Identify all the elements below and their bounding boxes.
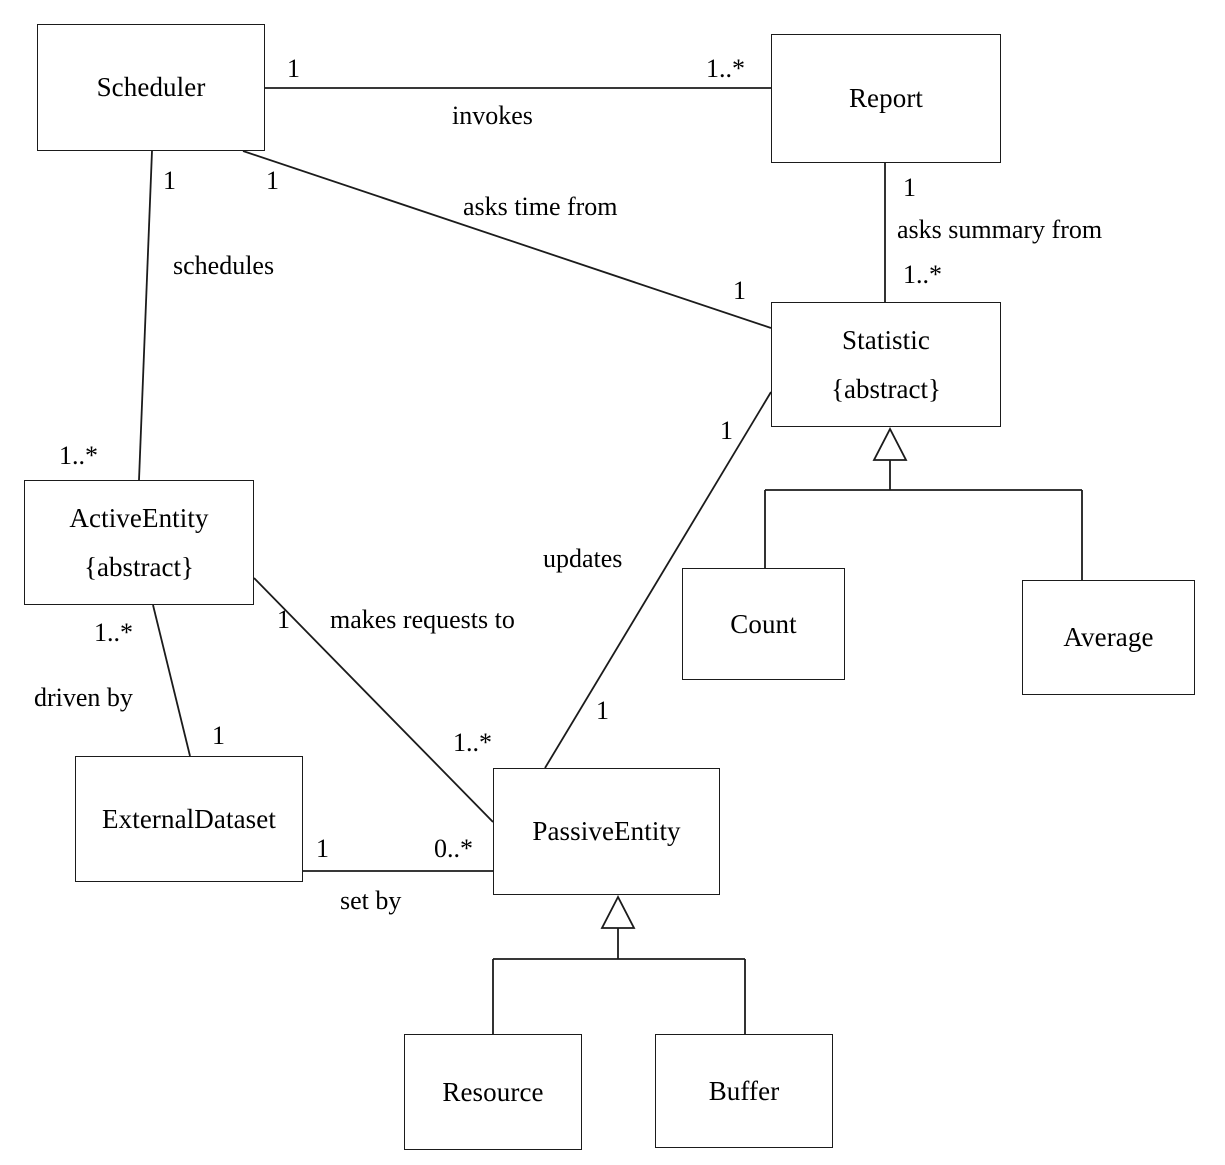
- multiplicity-report-invokes: 1..*: [706, 54, 745, 83]
- class-box-passiveentity[interactable]: PassiveEntity: [493, 768, 720, 895]
- multiplicity-externaldataset-driven-by: 1: [212, 721, 225, 750]
- association-label-schedules: schedules: [173, 251, 275, 280]
- multiplicity-statistic-asks-time-from: 1: [733, 276, 746, 305]
- class-stereotype-activeentity: {abstract}: [84, 551, 194, 582]
- class-name-average: Average: [1063, 622, 1154, 653]
- generalization-arrowhead-statistic: [872, 427, 908, 461]
- multiplicity-statistic-updates: 1: [720, 416, 733, 445]
- class-name-report: Report: [848, 83, 924, 114]
- association-label-asks-summary-from: asks summary from: [897, 215, 1103, 244]
- class-box-report[interactable]: Report: [771, 34, 1001, 163]
- class-name-buffer: Buffer: [708, 1075, 780, 1106]
- class-stereotype-statistic: {abstract}: [831, 373, 941, 404]
- class-name-count: Count: [730, 608, 797, 639]
- multiplicity-externaldataset-set-by: 1: [316, 834, 329, 863]
- association-label-driven-by: driven by: [34, 683, 133, 712]
- multiplicity-passiveentity-set-by: 0..*: [434, 834, 473, 863]
- multiplicity-passiveentity-makes-requests-to: 1..*: [453, 728, 492, 757]
- class-name-passiveentity: PassiveEntity: [532, 816, 681, 847]
- class-box-scheduler[interactable]: Scheduler: [37, 24, 265, 151]
- class-box-buffer[interactable]: Buffer: [655, 1034, 833, 1148]
- association-label-invokes: invokes: [452, 101, 533, 130]
- multiplicity-statistic-asks-summary-from: 1..*: [903, 260, 942, 289]
- association-line-asks-time-from: [242, 150, 772, 329]
- class-name-resource: Resource: [442, 1076, 544, 1107]
- class-box-statistic[interactable]: Statistic {abstract}: [771, 302, 1001, 427]
- class-name-scheduler: Scheduler: [96, 72, 206, 103]
- multiplicity-activeentity-schedules: 1..*: [59, 441, 98, 470]
- class-box-count[interactable]: Count: [682, 568, 845, 680]
- multiplicity-report-asks-summary-from: 1: [903, 173, 916, 202]
- class-name-statistic: Statistic: [842, 325, 930, 356]
- generalization-arrowhead-passiveentity: [600, 895, 636, 929]
- association-line-schedules: [138, 150, 153, 481]
- class-box-activeentity[interactable]: ActiveEntity {abstract}: [24, 480, 254, 605]
- multiplicity-scheduler-schedules: 1: [163, 166, 176, 195]
- association-line-driven-by: [152, 604, 191, 757]
- association-label-makes-requests-to: makes requests to: [330, 605, 515, 634]
- association-label-updates: updates: [543, 544, 623, 573]
- class-name-externaldataset: ExternalDataset: [102, 803, 276, 834]
- multiplicity-activeentity-driven-by: 1..*: [94, 618, 133, 647]
- class-box-externaldataset[interactable]: ExternalDataset: [75, 756, 303, 882]
- multiplicity-scheduler-invokes: 1: [287, 54, 300, 83]
- association-label-asks-time-from: asks time from: [463, 192, 618, 221]
- class-name-activeentity: ActiveEntity: [69, 503, 209, 534]
- association-line-updates: [544, 391, 772, 769]
- association-label-set-by: set by: [340, 886, 402, 915]
- multiplicity-scheduler-asks-time-from: 1: [266, 166, 279, 195]
- multiplicity-activeentity-makes-requests-to: 1: [277, 605, 290, 634]
- multiplicity-passiveentity-updates: 1: [596, 696, 609, 725]
- association-line-makes-requests-to: [253, 577, 494, 823]
- class-box-resource[interactable]: Resource: [404, 1034, 582, 1150]
- class-box-average[interactable]: Average: [1022, 580, 1195, 695]
